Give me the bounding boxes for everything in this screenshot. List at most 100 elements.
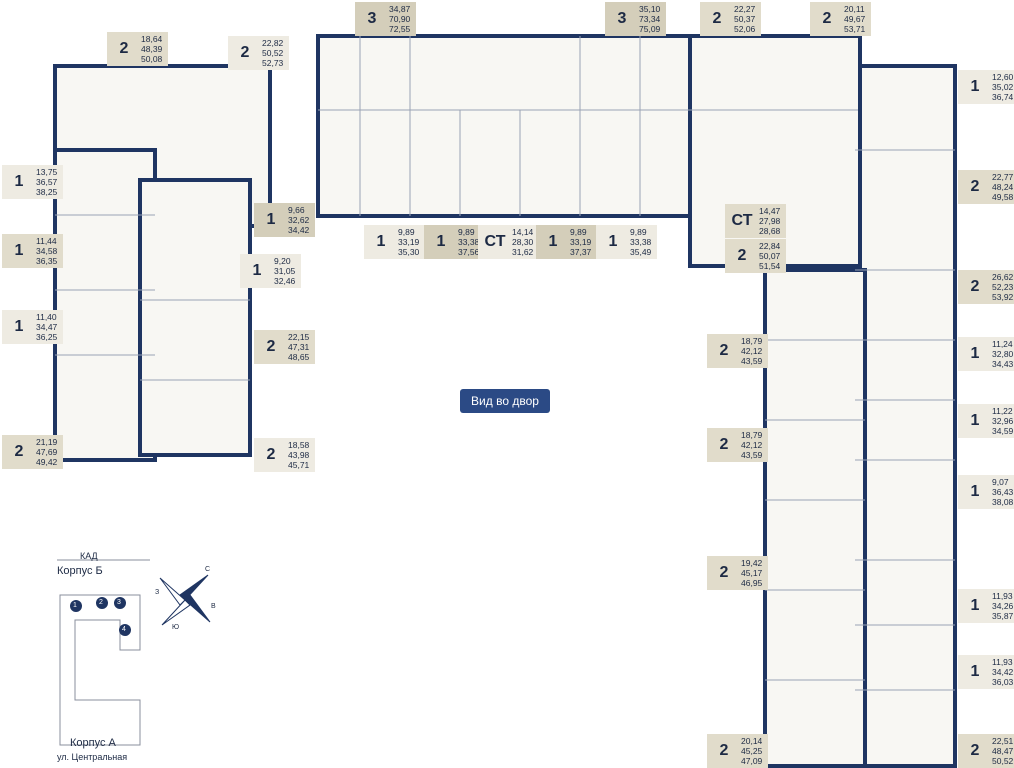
korpus-b-label: Корпус Б	[57, 565, 103, 577]
rooms: 1	[14, 318, 24, 335]
area-total: 34,58	[36, 246, 58, 256]
area-total: 52,23	[992, 282, 1014, 292]
area-living: 9,89	[630, 227, 647, 237]
compass-north: С	[205, 566, 211, 573]
rooms: 2	[266, 446, 276, 463]
area-living: 18,64	[141, 34, 163, 44]
area-living: 20,14	[741, 736, 763, 746]
area-with-balcony: 36,74	[992, 92, 1014, 102]
area-with-balcony: 28,68	[759, 226, 781, 236]
area-living: 34,87	[389, 4, 411, 14]
area-total: 34,26	[992, 601, 1014, 611]
area-with-balcony: 36,03	[992, 677, 1014, 687]
area-with-balcony: 46,95	[741, 578, 763, 588]
area-with-balcony: 43,59	[741, 356, 763, 366]
area-with-balcony: 38,25	[36, 187, 58, 197]
area-with-balcony: 34,59	[992, 426, 1014, 436]
area-with-balcony: 37,56	[458, 247, 480, 257]
area-total: 33,19	[398, 237, 420, 247]
area-total: 31,05	[274, 266, 296, 276]
area-with-balcony: 53,71	[844, 24, 866, 34]
area-living: 22,51	[992, 736, 1014, 746]
area-total: 34,47	[36, 322, 58, 332]
area-living: 26,62	[992, 272, 1014, 282]
rooms: 2	[119, 40, 129, 57]
rooms: 2	[14, 443, 24, 460]
area-living: 22,82	[262, 38, 284, 48]
section-4-label: 4	[122, 626, 126, 633]
area-total: 48,39	[141, 44, 163, 54]
rooms: 3	[617, 10, 627, 27]
area-total: 32,96	[992, 416, 1014, 426]
rooms: 2	[719, 436, 729, 453]
yard-view-button[interactable]: Вид во двор	[460, 389, 550, 413]
compass-east: В	[211, 603, 216, 610]
rooms: 2	[719, 564, 729, 581]
area-living: 22,15	[288, 332, 310, 342]
building-wing-left-inner	[138, 178, 252, 457]
rooms: 2	[822, 10, 832, 27]
area-living: 11,22	[992, 406, 1013, 416]
area-total: 50,37	[734, 14, 756, 24]
area-with-balcony: 45,71	[288, 460, 310, 470]
compass-west: З	[155, 589, 160, 596]
compass-south: Ю	[172, 624, 180, 631]
korpus-a-label: Корпус А	[70, 737, 116, 749]
area-total: 28,30	[512, 237, 534, 247]
area-living: 19,42	[741, 558, 763, 568]
area-living: 13,75	[36, 167, 58, 177]
area-total: 50,07	[759, 251, 781, 261]
area-living: 9,66	[288, 205, 305, 215]
rooms: 1	[252, 262, 262, 279]
area-total: 43,98	[288, 450, 310, 460]
area-living: 22,27	[734, 4, 756, 14]
street-label: ул. Центральная	[57, 752, 128, 762]
area-total: 48,24	[992, 182, 1014, 192]
rooms: 1	[970, 483, 980, 500]
rooms: 1	[266, 211, 276, 228]
area-living: 11,44	[36, 236, 57, 246]
area-with-balcony: 52,06	[734, 24, 756, 34]
rooms: СТ	[731, 212, 753, 229]
rooms: 2	[712, 10, 722, 27]
building-wing-right	[853, 64, 957, 768]
area-total: 32,80	[992, 349, 1014, 359]
site-locator	[57, 559, 150, 746]
area-with-balcony: 32,46	[274, 276, 296, 286]
area-total: 27,98	[759, 216, 781, 226]
